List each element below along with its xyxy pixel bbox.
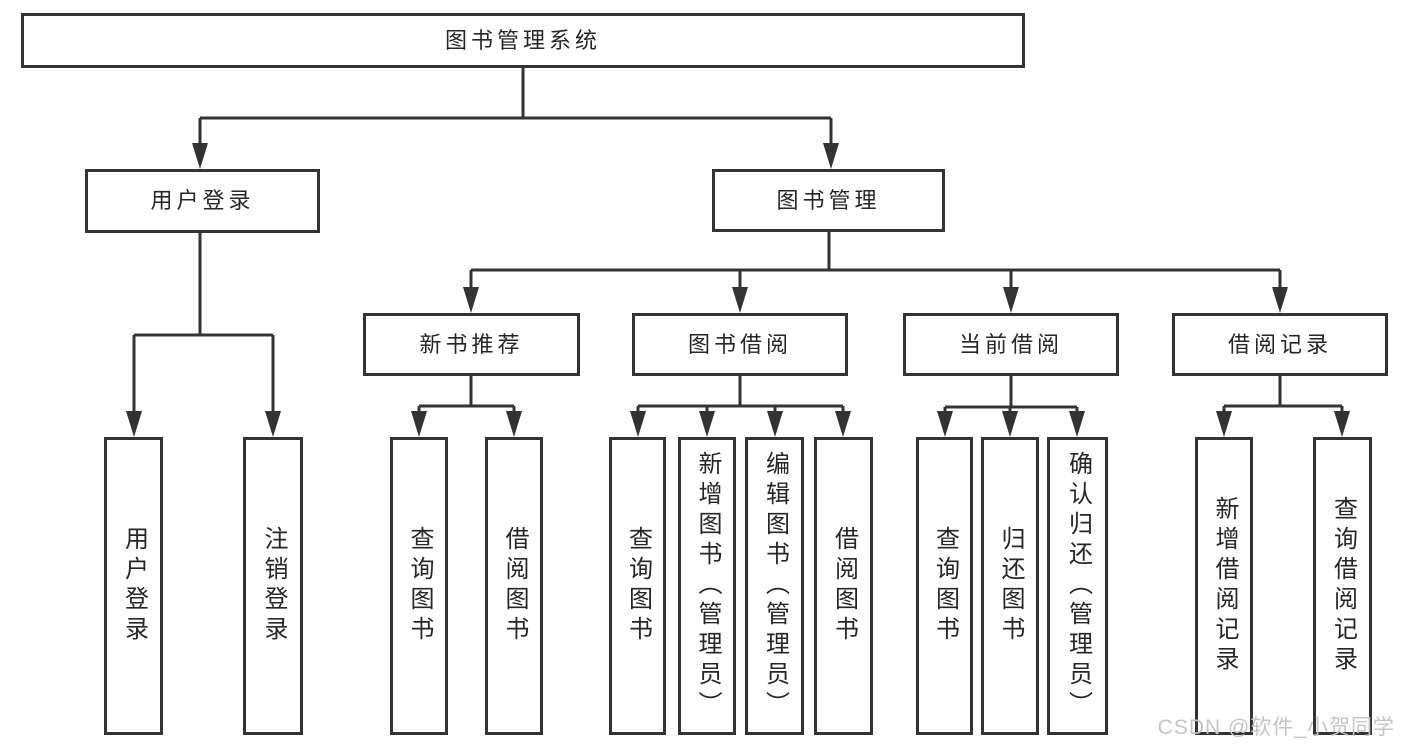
leaf-borrow-books-1: 借阅图书 — [485, 437, 543, 735]
leaf-query-books-1: 查询图书 — [390, 437, 448, 735]
node-user-login: 用户登录 — [85, 169, 320, 233]
leaf-query-borrow-record: 查询借阅记录 — [1313, 437, 1372, 735]
node-book-management: 图书管理 — [712, 169, 945, 232]
leaf-query-books-3: 查询图书 — [916, 437, 973, 735]
node-new-book-recommend: 新书推荐 — [363, 313, 580, 376]
leaf-borrow-books-2: 借阅图书 — [814, 437, 873, 735]
leaf-logout: 注销登录 — [243, 437, 303, 735]
leaf-user-login: 用户登录 — [104, 437, 163, 735]
leaf-confirm-return-admin: 确认归还（管理员） — [1047, 437, 1108, 735]
leaf-edit-book-admin: 编辑图书（管理员） — [745, 437, 804, 735]
leaf-add-book-admin: 新增图书（管理员） — [678, 437, 736, 735]
node-borrow-records: 借阅记录 — [1172, 313, 1388, 376]
leaf-add-borrow-record: 新增借阅记录 — [1195, 437, 1253, 735]
leaf-return-book: 归还图书 — [981, 437, 1039, 735]
node-current-borrow: 当前借阅 — [903, 313, 1119, 376]
leaf-query-books-2: 查询图书 — [609, 437, 666, 735]
node-book-borrow: 图书借阅 — [632, 313, 848, 376]
watermark: CSDN @软件_小贺同学 — [1157, 716, 1395, 739]
node-root: 图书管理系统 — [21, 13, 1025, 68]
